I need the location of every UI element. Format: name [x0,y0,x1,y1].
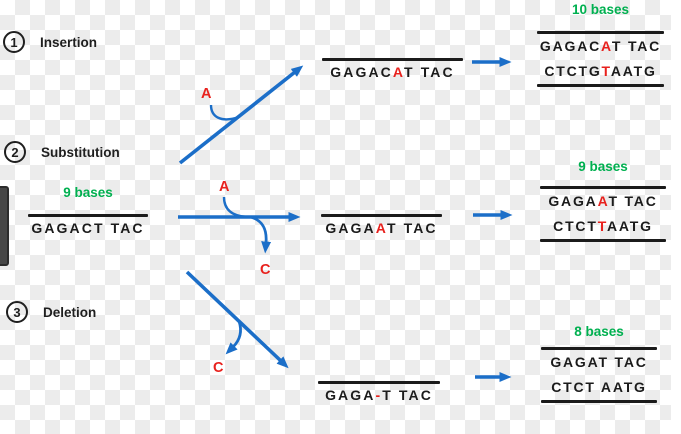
insertion-intermediate-sequence: GAGACAT TAC [322,61,463,83]
deletion-result-duplex: GAGAT TAC CTCT AATG [541,347,657,403]
source-strand: GAGACT TAC [28,214,148,239]
step-3-label: Deletion [43,304,97,320]
duplex-bottom-line [537,84,664,87]
mutated-base: - [375,387,383,403]
substitution-outgoing-base: C [260,262,271,278]
insertion-intermediate-strand: GAGACAT TAC [322,58,463,83]
substitution-incoming-base: A [219,179,230,195]
mutated-base: A [597,193,609,209]
strand-overline [28,214,148,217]
step-1-label: Insertion [40,34,98,50]
deletion-arrow [185,270,289,369]
deletion-result-top-strand: GAGAT TAC [541,350,657,375]
substitution-intermediate-strand: GAGAAT TAC [321,214,442,239]
step-2-number-badge: 2 [4,141,26,163]
sequence-text: GAGACT TAC [31,220,145,236]
left-edge-ui-fragment [0,186,9,266]
sequence-text: GAGA [548,193,598,209]
step-1-insertion: 1 Insertion [3,31,97,53]
mutated-base: T [601,63,611,79]
deletion-removed-base: C [213,360,224,376]
sequence-text: T TAC [404,64,455,80]
step-2-label: Substitution [41,144,120,160]
duplex-top-line [537,31,664,34]
mutated-base: T [597,218,608,234]
duplex-top-line [540,186,666,189]
insertion-base-connector [209,104,240,121]
insertion-result-count: 10 bases [571,2,630,17]
substitution-incoming-connector [222,196,248,219]
sequence-text: GAGAT TAC [550,354,648,370]
duplex-top-line [541,347,657,350]
deletion-result-count: 8 bases [574,324,624,339]
sequence-text: GAGAC [539,38,602,54]
sequence-text: GAGA [325,220,376,236]
substitution-result-bottom-strand: CTCTTAATG [540,214,666,239]
mutated-base: A [375,220,387,236]
step-3-number-badge: 3 [6,301,28,323]
sequence-text: T TAC [611,38,662,54]
duplex-bottom-line [541,400,657,403]
sequence-text: GAGA [325,387,376,403]
sequence-text: CTCT [553,218,598,234]
inserted-base: A [201,86,212,102]
sequence-text: T TAC [608,193,658,209]
sequence-text: GAGAC [330,64,393,80]
right-whitespace [671,0,681,434]
source-sequence: GAGACT TAC [28,217,148,239]
insertion-arrow [178,65,304,165]
deletion-intermediate-strand: GAGA-T TAC [318,381,440,406]
deletion-intermediate-sequence: GAGA-T TAC [318,384,440,406]
sequence-text: AATG [610,63,657,79]
step-1-number-badge: 1 [3,31,25,53]
substitution-result-top-strand: GAGAAT TAC [540,189,666,214]
strand-overline [322,58,463,61]
insertion-result-top-strand: GAGACAT TAC [537,34,664,59]
insertion-result-bottom-strand: CTCTGTAATG [537,59,664,84]
deletion-branch-arrow [225,320,242,355]
sequence-text: CTCT AATG [551,379,647,395]
step-2-substitution: 2 Substitution [4,141,120,163]
strand-overline [318,381,440,384]
substitution-result-count: 9 bases [578,159,628,174]
sequence-text: AATG [607,218,653,234]
sequence-text: T TAC [382,387,433,403]
substitution-outgoing-arrow [250,215,272,254]
mutated-base: A [601,38,612,54]
deletion-result-bottom-strand: CTCT AATG [541,375,657,400]
mutated-base: A [392,64,405,80]
duplex-bottom-line [540,239,666,242]
strand-overline [321,214,442,217]
step-3-deletion: 3 Deletion [6,301,96,323]
sequence-text: T TAC [386,220,438,236]
substitution-result-duplex: GAGAAT TAC CTCTTAATG [540,186,666,242]
sequence-text: CTCTG [544,63,602,79]
source-base-count: 9 bases [63,185,113,200]
substitution-intermediate-sequence: GAGAAT TAC [321,217,442,239]
insertion-result-duplex: GAGACAT TAC CTCTGTAATG [537,31,664,87]
